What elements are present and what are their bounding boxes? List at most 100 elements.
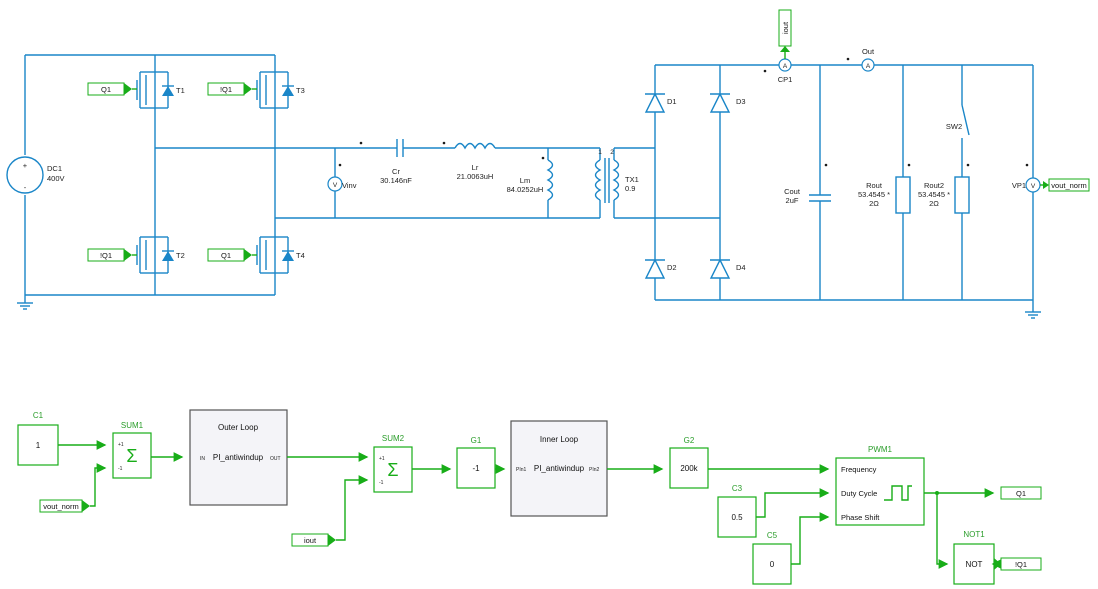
- capacitor-cr[interactable]: Cr 30.146nF: [359, 139, 455, 185]
- dc1-name: DC1: [47, 164, 62, 173]
- svg-text:Cout: Cout: [784, 187, 801, 196]
- svg-text:2Ω: 2Ω: [929, 199, 939, 208]
- svg-text:IN: IN: [200, 456, 205, 462]
- inner-loop-block[interactable]: Inner Loop PI_antiwindup PIn1 PIn2: [510, 420, 608, 517]
- svg-text:0.5: 0.5: [731, 513, 743, 522]
- vout-norm-tag[interactable]: vout_norm: [39, 499, 90, 513]
- pwm-block[interactable]: PWM1 Frequency Duty Cycle Phase Shift: [835, 445, 925, 526]
- t4-label: T4: [296, 251, 305, 260]
- svg-text:!Q1: !Q1: [1015, 560, 1027, 569]
- current-probe-cp1[interactable]: A CP1 iout: [763, 9, 793, 84]
- resistor-rout[interactable]: Rout 53.4545 * 2Ω: [858, 65, 911, 300]
- switch-t3[interactable]: T3: [256, 71, 305, 109]
- svg-text:TX1: TX1: [625, 175, 639, 184]
- svg-text:Inner Loop: Inner Loop: [540, 435, 579, 444]
- sum1-block[interactable]: SUM1 Σ +1 -1: [112, 421, 152, 479]
- diode-d1[interactable]: D1: [644, 92, 677, 113]
- svg-text:1: 1: [598, 149, 602, 156]
- outer-loop-block[interactable]: Outer Loop PI_antiwindup IN OUT: [189, 409, 288, 506]
- svg-text:vout_norm: vout_norm: [1051, 181, 1086, 190]
- vinv-label: Vinv: [342, 181, 357, 190]
- svg-text:PI_antiwindup: PI_antiwindup: [534, 464, 585, 473]
- switch-t2[interactable]: T2: [136, 236, 185, 274]
- svg-text:NOT1: NOT1: [963, 530, 985, 539]
- svg-text:-1: -1: [118, 466, 123, 472]
- svg-text:!Q1: !Q1: [100, 251, 112, 260]
- const-c5[interactable]: C5 0: [752, 531, 792, 585]
- iout-tag-control[interactable]: iout: [291, 533, 336, 547]
- svg-text:V: V: [1031, 183, 1036, 190]
- transformer-tx1[interactable]: 1 2 TX1 0.9: [594, 147, 721, 219]
- gate-tag-t1[interactable]: Q1: [87, 82, 137, 96]
- ground-right: [1025, 311, 1041, 319]
- svg-text:Q1: Q1: [221, 251, 231, 260]
- svg-text:0.9: 0.9: [625, 184, 635, 193]
- inductor-lm[interactable]: Lm 84.0252uH: [507, 148, 554, 218]
- diode-d3[interactable]: D3: [709, 92, 746, 113]
- svg-text:Out: Out: [862, 47, 875, 56]
- svg-text:A: A: [783, 63, 788, 70]
- svg-text:PIn1: PIn1: [516, 467, 527, 473]
- svg-text:Rout2: Rout2: [924, 181, 944, 190]
- svg-text:Σ: Σ: [126, 446, 137, 466]
- switch-t4[interactable]: T4: [256, 236, 305, 274]
- gate-tag-t4[interactable]: Q1: [207, 248, 257, 262]
- dc1-value: 400V: [47, 174, 65, 183]
- svg-text:OUT: OUT: [270, 456, 281, 462]
- svg-text:30.146nF: 30.146nF: [380, 176, 412, 185]
- current-probe-out[interactable]: A Out: [846, 47, 875, 72]
- svg-text:SW2: SW2: [946, 122, 962, 131]
- svg-text:C5: C5: [767, 531, 778, 540]
- svg-text:PIn2: PIn2: [589, 467, 600, 473]
- voltage-probe-vp1[interactable]: V VP1 vout_norm: [1012, 65, 1090, 312]
- dc-source[interactable]: + - DC1 400V: [6, 55, 65, 295]
- svg-text:Outer Loop: Outer Loop: [218, 423, 259, 432]
- switch-t1[interactable]: T1: [136, 71, 185, 109]
- svg-text:D3: D3: [736, 97, 746, 106]
- svg-text:CP1: CP1: [778, 75, 793, 84]
- sum2-block[interactable]: SUM2 Σ +1 -1: [373, 434, 413, 493]
- svg-text:SUM2: SUM2: [382, 434, 405, 443]
- svg-text:D1: D1: [667, 97, 677, 106]
- svg-text:2Ω: 2Ω: [869, 199, 879, 208]
- gate-tag-t3[interactable]: !Q1: [207, 82, 257, 96]
- const-c3[interactable]: C3 0.5: [717, 484, 757, 538]
- svg-text:D4: D4: [736, 263, 746, 272]
- svg-text:21.0063uH: 21.0063uH: [457, 172, 494, 181]
- t3-label: T3: [296, 86, 305, 95]
- t1-label: T1: [176, 86, 185, 95]
- not-block[interactable]: NOT1 NOT: [953, 530, 995, 585]
- svg-text:PI_antiwindup: PI_antiwindup: [213, 453, 264, 462]
- svg-text:2uF: 2uF: [786, 196, 799, 205]
- svg-text:Phase Shift: Phase Shift: [841, 513, 880, 522]
- svg-text:iout: iout: [304, 536, 317, 545]
- svg-text:1: 1: [36, 441, 41, 450]
- ground-left: [17, 295, 33, 310]
- capacitor-cout[interactable]: Cout 2uF: [784, 65, 831, 300]
- svg-text:SUM1: SUM1: [121, 421, 144, 430]
- resistor-rout2[interactable]: Rout2 53.4545 * 2Ω: [918, 163, 970, 300]
- gain-g2[interactable]: G2 200k: [669, 436, 709, 489]
- gain-g1[interactable]: G1 -1: [456, 436, 496, 489]
- svg-text:Q1: Q1: [101, 85, 111, 94]
- svg-text:!Q1: !Q1: [220, 85, 232, 94]
- svg-text:-1: -1: [379, 480, 384, 486]
- svg-text:Cr: Cr: [392, 167, 400, 176]
- nq1-output-tag[interactable]: !Q1: [994, 557, 1042, 571]
- svg-text:VP1: VP1: [1012, 181, 1026, 190]
- svg-text:Lm: Lm: [520, 176, 530, 185]
- svg-text:Q1: Q1: [1016, 489, 1026, 498]
- gate-tag-t2[interactable]: !Q1: [87, 248, 137, 262]
- diode-d2[interactable]: D2: [644, 258, 677, 279]
- svg-text:PWM1: PWM1: [868, 445, 893, 454]
- svg-text:2: 2: [610, 149, 614, 156]
- const-c1[interactable]: C1 1: [17, 411, 59, 466]
- svg-text:53.4545 *: 53.4545 *: [918, 190, 950, 199]
- switch-sw2[interactable]: SW2: [946, 65, 970, 177]
- q1-output-tag[interactable]: Q1: [1000, 486, 1042, 500]
- svg-text:+1: +1: [118, 442, 124, 448]
- vinv-probe[interactable]: V Vinv: [327, 148, 357, 218]
- diode-d4[interactable]: D4: [709, 258, 746, 279]
- svg-text:V: V: [333, 182, 338, 189]
